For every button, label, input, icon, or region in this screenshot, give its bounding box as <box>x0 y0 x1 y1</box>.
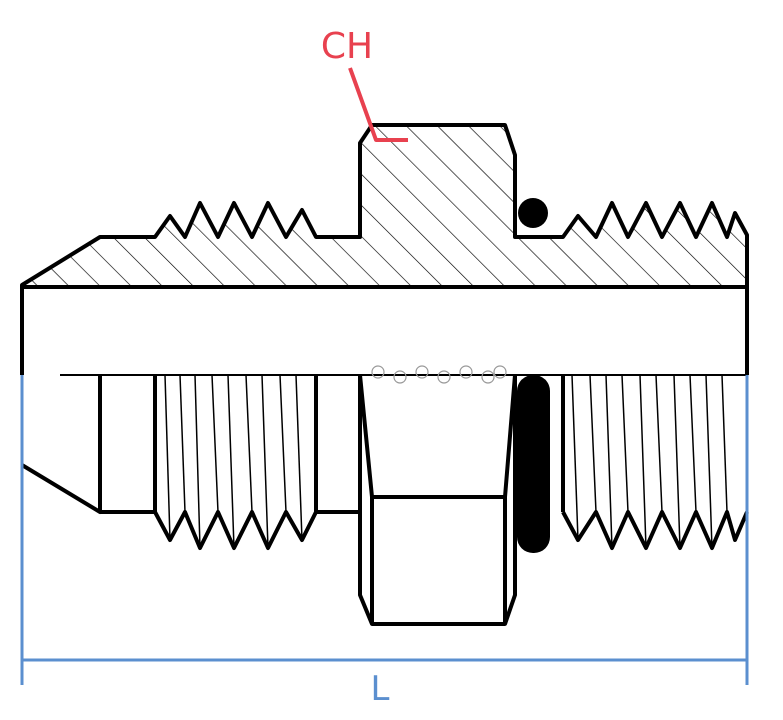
o-ring <box>517 375 550 553</box>
left-thread <box>153 374 360 550</box>
length-label: L <box>371 669 390 709</box>
o-ring-section <box>518 198 548 228</box>
external-view <box>20 365 749 626</box>
section-outline <box>20 123 749 287</box>
hex-callout-label: CH <box>321 26 373 67</box>
callout-leader <box>348 67 408 142</box>
cone-nose <box>20 375 102 514</box>
hex-body <box>358 365 517 626</box>
section-hatching <box>22 125 747 287</box>
length-dimension: L <box>20 375 749 709</box>
right-thread <box>561 374 749 550</box>
hex-callout: CH <box>321 26 408 142</box>
